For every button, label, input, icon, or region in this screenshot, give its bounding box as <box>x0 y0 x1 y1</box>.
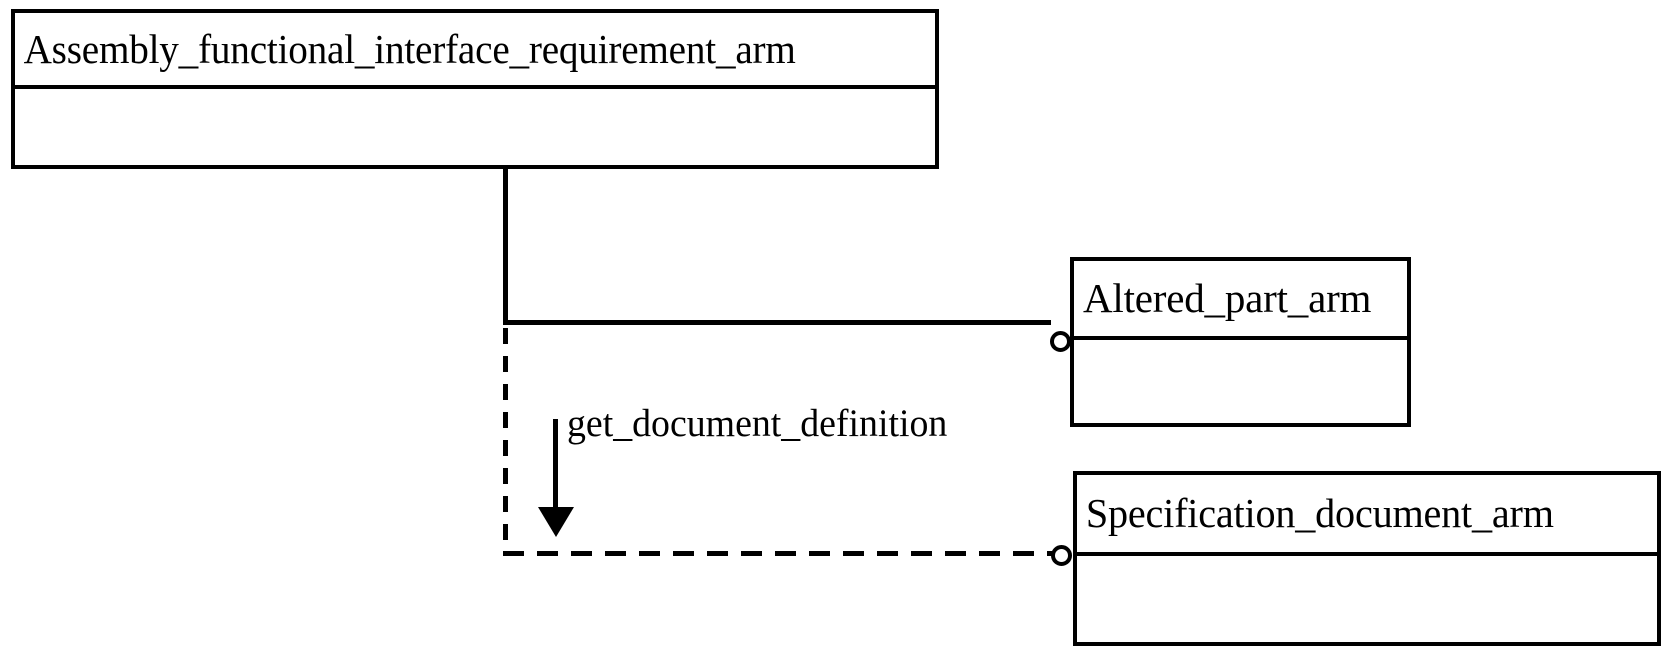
entity-name-label: Assembly_functional_interface_requiremen… <box>23 25 796 72</box>
relationship-endpoint-circle-icon <box>1051 545 1072 566</box>
annotation-label-get-document-definition: get_document_definition <box>567 402 948 445</box>
relationship-line-dashed-vertical <box>503 328 508 556</box>
entity-box-altered-part-arm[interactable]: Altered_part_arm <box>1070 257 1411 427</box>
entity-attribute-area <box>1074 340 1407 423</box>
entity-title-bar: Assembly_functional_interface_requiremen… <box>15 13 935 89</box>
entity-attribute-area <box>15 89 935 165</box>
entity-attribute-area <box>1077 556 1657 642</box>
relationship-line-dashed-horizontal <box>503 551 1052 556</box>
relationship-line-solid-vertical <box>503 167 508 325</box>
entity-name-label: Specification_document_arm <box>1085 490 1554 536</box>
relationship-endpoint-circle-icon <box>1050 331 1071 352</box>
entity-box-assembly-functional-interface-requirement-arm[interactable]: Assembly_functional_interface_requiremen… <box>11 9 939 169</box>
entity-title-bar: Specification_document_arm <box>1077 475 1657 556</box>
entity-box-specification-document-arm[interactable]: Specification_document_arm <box>1073 471 1661 646</box>
arrow-shaft-icon <box>553 419 558 511</box>
entity-name-label: Altered_part_arm <box>1083 275 1372 321</box>
relationship-line-solid-horizontal <box>503 320 1051 325</box>
entity-title-bar: Altered_part_arm <box>1074 261 1407 340</box>
arrowhead-down-icon <box>538 507 574 537</box>
